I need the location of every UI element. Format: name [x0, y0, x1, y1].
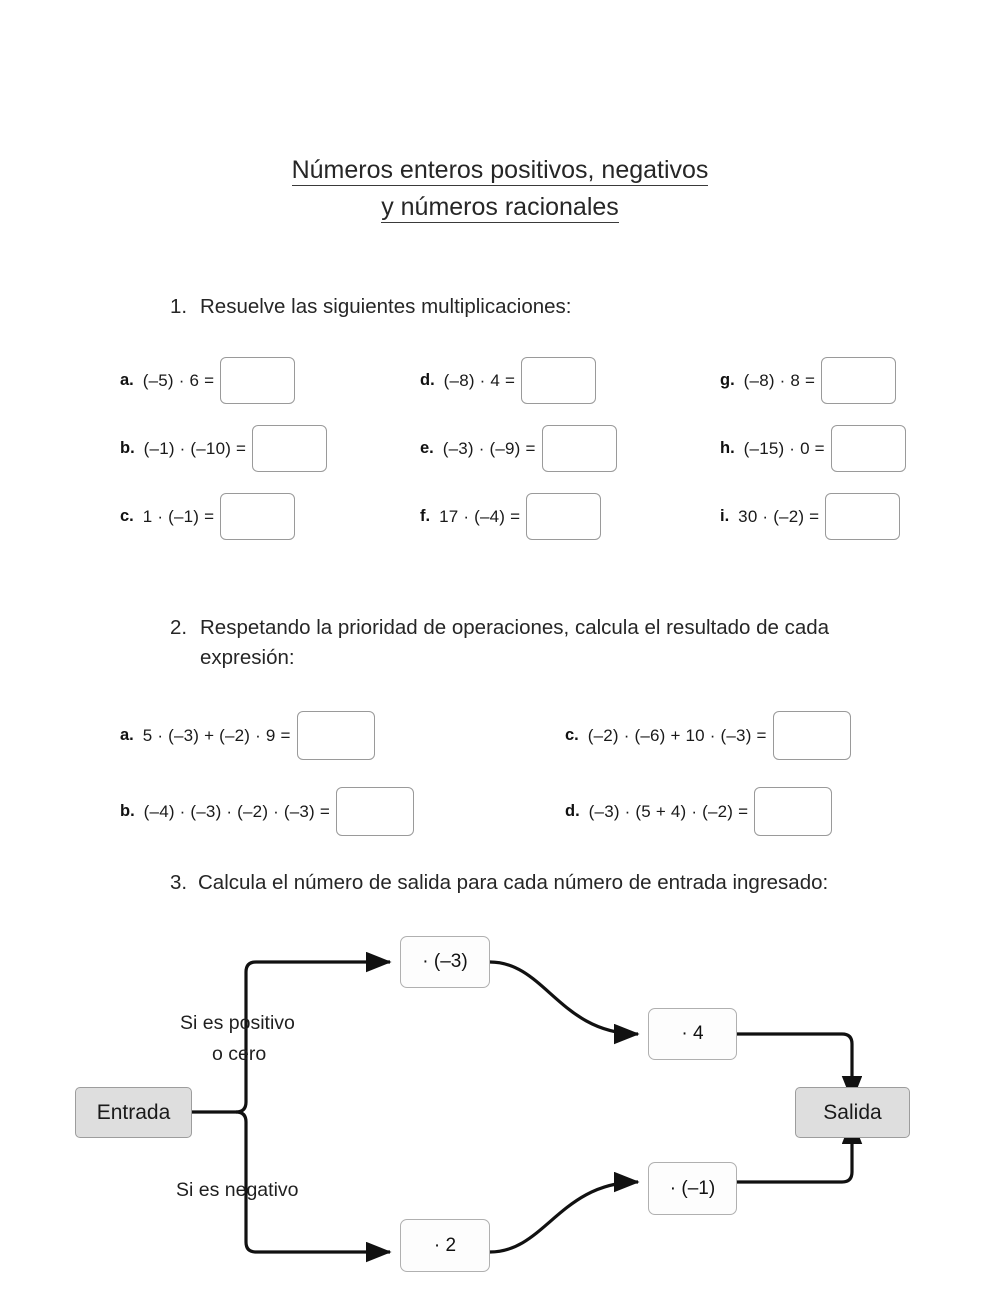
page-title: Números enteros positivos, negativos y n…: [0, 152, 1000, 226]
answer-input-1i[interactable]: [825, 493, 901, 540]
item-letter: g.: [720, 371, 735, 389]
item-letter: b.: [120, 802, 135, 820]
item-letter: h.: [720, 439, 735, 457]
flowchart-label-positive-line2: o cero: [212, 1043, 267, 1065]
exercise-1-heading: 1. Resuelve las siguientes multiplicacio…: [170, 292, 870, 322]
title-line-1: Números enteros positivos, negativos: [291, 156, 709, 186]
exercise-3-prompt: Calcula el número de salida para cada nú…: [198, 871, 829, 894]
flowchart-label-positive-line1: Si es positivo: [180, 1012, 295, 1034]
exercise-3-heading: 3. Calcula el número de salida para cada…: [170, 868, 870, 898]
answer-input-1f[interactable]: [526, 493, 602, 540]
exercise-1-item-g: g. (–8) · 8 =: [720, 357, 897, 404]
connector-branch-positive: [235, 951, 392, 1114]
exercise-1-number: 1.: [170, 295, 188, 318]
item-expression: (–2) · (–6) + 10 · (–3) =: [587, 725, 767, 745]
flowchart-node-multiply-minus3[interactable]: · (–3): [400, 936, 490, 988]
item-expression: 30 · (–2) =: [738, 506, 820, 526]
connector-minus3-to-times4: [489, 960, 640, 1045]
answer-input-1g[interactable]: [821, 357, 897, 404]
flowchart-label-negative: Si es negativo: [176, 1179, 299, 1201]
answer-input-2a[interactable]: [296, 711, 375, 760]
answer-input-1c[interactable]: [220, 493, 296, 540]
item-expression: 1 · (–1) =: [142, 506, 215, 526]
item-expression: 17 · (–4) =: [439, 506, 521, 526]
exercise-1-item-c: c. 1 · (–1) =: [120, 493, 296, 540]
exercise-1-item-f: f. 17 · (–4) =: [420, 493, 602, 540]
item-letter: c.: [565, 726, 579, 744]
flowchart-node-multiply-minus1[interactable]: · (–1): [648, 1162, 737, 1215]
item-letter: c.: [120, 507, 134, 525]
connector-branch-negative: [235, 1110, 392, 1263]
exercise-2-item-c: c. (–2) · (–6) + 10 · (–3) =: [565, 711, 851, 760]
answer-input-1e[interactable]: [541, 425, 617, 472]
exercise-1-item-e: e. (–3) · (–9) =: [420, 425, 617, 472]
answer-input-1d[interactable]: [521, 357, 597, 404]
exercise-2-item-d: d. (–3) · (5 + 4) · (–2) =: [565, 787, 833, 836]
item-letter: e.: [420, 439, 434, 457]
item-letter: a.: [120, 726, 134, 744]
exercise-1-item-h: h. (–15) · 0 =: [720, 425, 906, 472]
exercise-1-prompt: Resuelve las siguientes multiplicaciones…: [200, 295, 572, 318]
answer-input-2d[interactable]: [754, 787, 833, 836]
item-expression: (–5) · 6 =: [142, 370, 215, 390]
item-letter: f.: [420, 507, 431, 525]
exercise-2-item-b: b. (–4) · (–3) · (–2) · (–3) =: [120, 787, 414, 836]
connector-times2-to-minus1: [489, 1171, 640, 1254]
answer-input-1b[interactable]: [252, 425, 328, 472]
exercise-2-heading: 2. Respetando la prioridad de operacione…: [170, 613, 870, 673]
exercise-3-number: 3.: [170, 871, 188, 894]
item-expression: (–4) · (–3) · (–2) · (–3) =: [143, 801, 330, 821]
item-letter: d.: [420, 371, 435, 389]
item-expression: (–3) · (5 + 4) · (–2) =: [588, 801, 749, 821]
flowchart-node-salida[interactable]: Salida: [795, 1087, 910, 1138]
exercise-1-item-i: i. 30 · (–2) =: [720, 493, 901, 540]
exercise-2-prompt: Respetando la prioridad de operaciones, …: [200, 616, 830, 669]
item-expression: (–15) · 0 =: [743, 438, 825, 458]
flowchart-node-multiply-2[interactable]: · 2: [400, 1219, 490, 1272]
flowchart-node-entrada[interactable]: Entrada: [75, 1087, 192, 1138]
flowchart-diagram: Entrada · (–3) · 4 Salida · (–1) · 2 Si …: [0, 930, 1000, 1290]
connector-times4-to-salida: [737, 1032, 863, 1102]
flowchart-connectors: [192, 951, 863, 1263]
item-expression: (–3) · (–9) =: [442, 438, 536, 458]
exercise-1-item-d: d. (–8) · 4 =: [420, 357, 597, 404]
answer-input-2c[interactable]: [772, 711, 851, 760]
flowchart-node-multiply-4[interactable]: · 4: [648, 1008, 737, 1060]
item-expression: (–8) · 4 =: [443, 370, 516, 390]
item-letter: i.: [720, 507, 730, 525]
connector-minus1-to-salida: [737, 1118, 863, 1184]
item-letter: b.: [120, 439, 135, 457]
item-expression: (–1) · (–10) =: [143, 438, 247, 458]
item-expression: (–8) · 8 =: [743, 370, 816, 390]
item-expression: 5 · (–3) + (–2) · 9 =: [142, 725, 291, 745]
item-letter: a.: [120, 371, 134, 389]
exercise-2-item-a: a. 5 · (–3) + (–2) · 9 =: [120, 711, 375, 760]
answer-input-1h[interactable]: [830, 425, 906, 472]
answer-input-1a[interactable]: [220, 357, 296, 404]
exercise-1-item-b: b. (–1) · (–10) =: [120, 425, 328, 472]
exercise-1-item-a: a. (–5) · 6 =: [120, 357, 296, 404]
exercise-2-number: 2.: [170, 616, 188, 639]
item-letter: d.: [565, 802, 580, 820]
title-line-2: y números racionales: [381, 193, 619, 223]
answer-input-2b[interactable]: [335, 787, 414, 836]
